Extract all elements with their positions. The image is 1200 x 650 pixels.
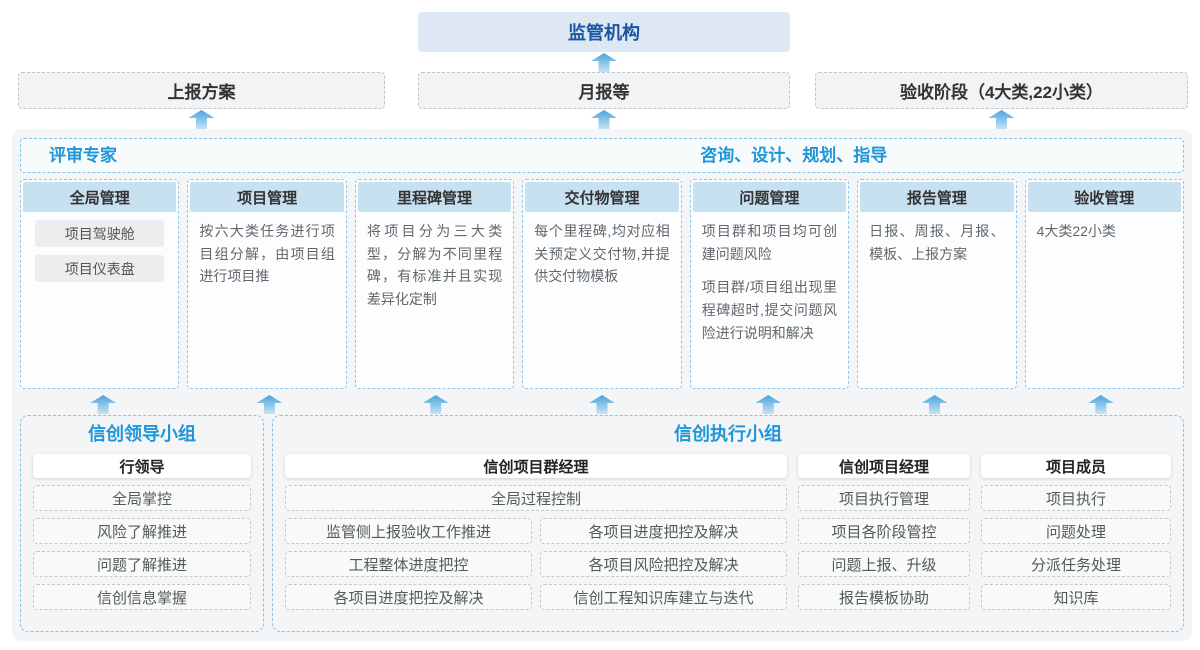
consulting-label: 咨询、设计、规划、指导 — [700, 146, 888, 165]
up-arrow-icon — [591, 53, 617, 72]
regulator-row: 监管机构 — [0, 0, 1200, 52]
module-issue-management: 问题管理 项目群和项目均可创建问题风险 项目群/项目组出现里程碑超时,提交问题风… — [689, 179, 850, 389]
review-experts-label: 评审专家 — [49, 146, 117, 165]
module-title: 验收管理 — [1027, 182, 1181, 212]
task-item: 各项目进度把控及解决 — [285, 584, 532, 610]
task-item: 项目执行管理 — [798, 485, 970, 511]
arrow-row-top — [0, 52, 1200, 72]
module-global-management: 全局管理 项目驾驶舱 项目仪表盘 — [20, 179, 180, 389]
task-item: 问题了解推进 — [33, 551, 251, 577]
module-milestone-management: 里程碑管理 将项目分为三大类型，分解为不同里程碑，有标准并且实现差异化定制 — [354, 179, 515, 389]
leader-group-box: 信创领导小组 行领导 全局掌控 风险了解推进 问题了解推进 信创信息掌握 — [20, 415, 264, 632]
output-acceptance-stage: 验收阶段（4大类,22小类） — [815, 72, 1188, 109]
exec-columns: 信创项目群经理 全局过程控制 监管侧上报验收工作推进 各项目进度把控及解决 工程… — [285, 454, 1171, 610]
up-arrow-icon — [188, 110, 215, 129]
up-arrow-icon — [1087, 395, 1114, 414]
dashboard-box: 项目仪表盘 — [35, 255, 165, 282]
member-column: 项目成员 项目执行 问题处理 分派任务处理 知识库 — [981, 454, 1171, 610]
task-item: 问题处理 — [981, 518, 1171, 544]
up-arrow-icon — [755, 395, 782, 414]
up-arrow-icon — [591, 110, 617, 129]
module-acceptance-management: 验收管理 4大类22小类 — [1024, 179, 1184, 389]
task-item: 全局掌控 — [33, 485, 251, 511]
task-item: 问题上报、升级 — [798, 551, 970, 577]
role-member: 项目成员 — [981, 454, 1171, 478]
up-arrow-icon — [90, 395, 117, 414]
role-program-manager: 信创项目群经理 — [285, 454, 787, 478]
exec-group-title: 信创执行小组 — [674, 424, 782, 444]
output-label: 上报方案 — [167, 83, 236, 102]
module-deliverable-management: 交付物管理 每个里程碑,均对应相关预定义交付物,并提供交付物模板 — [522, 179, 682, 389]
output-report-plan: 上报方案 — [18, 72, 385, 109]
exec-group-box: 信创执行小组 信创项目群经理 全局过程控制 监管侧上报验收工作推进 各项目进度把… — [272, 415, 1184, 632]
role-project-manager: 信创项目经理 — [798, 454, 970, 478]
task-item: 知识库 — [981, 584, 1171, 610]
module-text: 日报、周报、月报、模板、上报方案 — [869, 223, 1005, 262]
module-project-management: 项目管理 按六大类任务进行项目组分解，由项目组进行项目推 — [187, 179, 347, 389]
module-text: 按六大类任务进行项目组分解，由项目组进行项目推 — [199, 223, 335, 285]
up-arrow-icon — [588, 395, 615, 414]
module-title: 项目管理 — [190, 182, 344, 212]
module-title: 问题管理 — [692, 182, 847, 212]
regulator-label: 监管机构 — [568, 23, 640, 43]
module-text: 4大类22小类 — [1036, 223, 1116, 239]
role-bank-leader: 行领导 — [33, 454, 251, 478]
review-bar: 评审专家 咨询、设计、规划、指导 — [20, 138, 1184, 173]
arrow-row-modules — [20, 389, 1184, 415]
output-label: 月报等 — [578, 83, 630, 102]
task-item: 项目各阶段管控 — [798, 518, 970, 544]
platform-container: 评审专家 咨询、设计、规划、指导 全局管理 项目驾驶舱 项目仪表盘 项目管理 按… — [12, 129, 1192, 641]
up-arrow-icon — [422, 395, 449, 414]
regulator-box: 监管机构 — [418, 12, 790, 52]
task-item: 信创信息掌握 — [33, 584, 251, 610]
project-manager-column: 信创项目经理 项目执行管理 项目各阶段管控 问题上报、升级 报告模板协助 — [798, 454, 970, 610]
task-item: 全局过程控制 — [285, 485, 787, 511]
task-item: 工程整体进度把控 — [285, 551, 532, 577]
module-text: 项目群/项目组出现里程碑超时,提交问题风险进行说明和解决 — [701, 279, 838, 341]
cockpit-box: 项目驾驶舱 — [35, 220, 165, 247]
up-arrow-icon — [256, 395, 283, 414]
task-item: 风险了解推进 — [33, 518, 251, 544]
arrow-row-outputs — [0, 109, 1200, 129]
task-item: 报告模板协助 — [798, 584, 970, 610]
up-arrow-icon — [988, 110, 1015, 129]
up-arrow-icon — [921, 395, 948, 414]
module-columns: 全局管理 项目驾驶舱 项目仪表盘 项目管理 按六大类任务进行项目组分解，由项目组… — [20, 179, 1184, 389]
task-item: 各项目进度把控及解决 — [540, 518, 787, 544]
module-title: 交付物管理 — [525, 182, 679, 212]
output-monthly-report: 月报等 — [418, 72, 790, 109]
leader-group-title: 信创领导小组 — [88, 424, 196, 444]
bottom-groups: 信创领导小组 行领导 全局掌控 风险了解推进 问题了解推进 信创信息掌握 信创执… — [20, 415, 1184, 632]
outputs-row: 上报方案 月报等 验收阶段（4大类,22小类） — [0, 72, 1200, 109]
task-item: 各项目风险把控及解决 — [540, 551, 787, 577]
module-text: 将项目分为三大类型，分解为不同里程碑，有标准并且实现差异化定制 — [366, 223, 503, 308]
task-item: 信创工程知识库建立与迭代 — [540, 584, 787, 610]
module-report-management: 报告管理 日报、周报、月报、模板、上报方案 — [857, 179, 1017, 389]
module-text: 项目群和项目均可创建问题风险 — [701, 223, 838, 262]
task-item: 监管侧上报验收工作推进 — [285, 518, 532, 544]
task-item: 项目执行 — [981, 485, 1171, 511]
module-text: 每个里程碑,均对应相关预定义交付物,并提供交付物模板 — [534, 223, 670, 285]
module-title: 报告管理 — [860, 182, 1014, 212]
output-label: 验收阶段（4大类,22小类） — [899, 83, 1104, 102]
module-title: 全局管理 — [23, 182, 177, 212]
task-item: 分派任务处理 — [981, 551, 1171, 577]
module-title: 里程碑管理 — [357, 182, 512, 212]
program-manager-column: 信创项目群经理 全局过程控制 监管侧上报验收工作推进 各项目进度把控及解决 工程… — [285, 454, 787, 610]
